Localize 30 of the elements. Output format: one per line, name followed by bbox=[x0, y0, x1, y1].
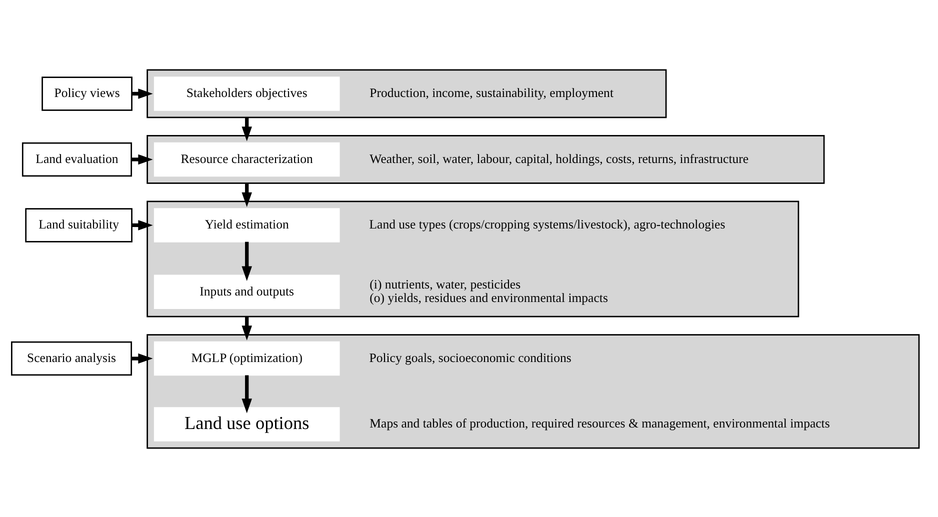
cluster bbox=[146, 134, 825, 184]
arrow bbox=[131, 352, 153, 364]
node-box: Land use options bbox=[154, 406, 340, 441]
node-label: (o) yields, residues and environmental impacts bbox=[370, 290, 608, 305]
node-box: Stakeholders objectives bbox=[154, 76, 340, 110]
node-box: Inputs and outputs bbox=[154, 274, 340, 308]
arrow bbox=[242, 182, 252, 206]
arrow bbox=[242, 316, 252, 340]
node-box: Resource characterization bbox=[154, 142, 340, 176]
arrow bbox=[242, 116, 252, 141]
node-label: Land use types (crops/cropping systems/livestock), agro-technologies bbox=[369, 217, 726, 232]
arrow bbox=[242, 241, 252, 280]
node-label: Production, income, sustainability, employment bbox=[370, 86, 614, 100]
arrow bbox=[131, 154, 153, 164]
node-label: Policy goals, socioeconomic conditions bbox=[369, 350, 572, 364]
node-box: MGLP (optimization) bbox=[154, 340, 340, 376]
node-box: Land evaluation bbox=[22, 142, 132, 176]
node-box: Policy views bbox=[42, 76, 132, 110]
node-box: Yield estimation bbox=[154, 208, 340, 242]
arrow bbox=[132, 88, 153, 98]
node-box: Scenario analysis bbox=[11, 340, 132, 376]
node-label: Maps and tables of production, required resources & management, environmental impacts bbox=[370, 416, 830, 430]
cluster bbox=[146, 334, 920, 448]
arrow bbox=[242, 374, 252, 413]
node-label: (i) nutrients, water, pesticides bbox=[370, 276, 521, 291]
arrow bbox=[132, 220, 153, 230]
cluster bbox=[146, 200, 800, 317]
node-label: Weather, soil, water, labour, capital, holdings, costs, returns, infrastructure bbox=[370, 151, 749, 166]
cluster bbox=[146, 68, 667, 118]
node-box: Land suitability bbox=[25, 208, 132, 242]
